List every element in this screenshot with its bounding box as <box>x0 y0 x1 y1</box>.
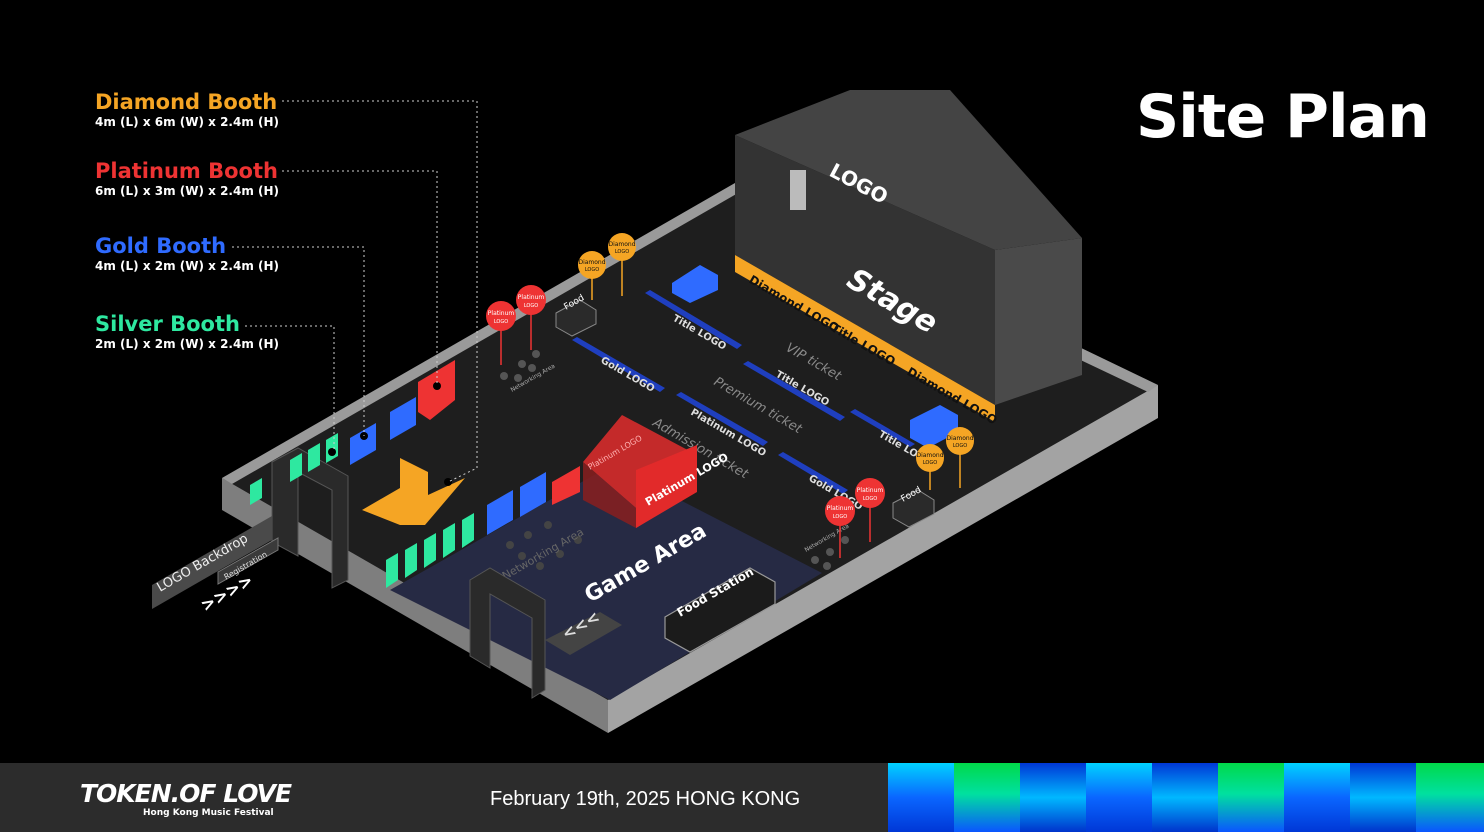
admission-aisle-banner <box>676 392 768 446</box>
svg-text:Platinum: Platinum <box>857 487 884 494</box>
svg-text:LOGO: LOGO <box>833 514 847 520</box>
footer-bar: TOKEN.OF LOVE Hong Kong Music Festival F… <box>0 763 1484 832</box>
venue-wall-left <box>222 478 608 733</box>
diamond-booth-marker <box>444 478 452 486</box>
main-gate <box>271 447 349 589</box>
platinum-booth-small <box>552 466 580 505</box>
silver-booth-marker <box>328 448 336 456</box>
legend-diamond-name: Diamond Booth <box>95 90 278 114</box>
stage-door <box>790 170 806 210</box>
stage-roof <box>735 90 1082 250</box>
admission-aisle-banner-2 <box>778 452 848 494</box>
brand-subtitle: Hong Kong Music Festival <box>143 808 274 818</box>
diamond-booth <box>362 458 465 525</box>
speaker-stack-left <box>672 265 718 303</box>
svg-text:Platinum: Platinum <box>488 310 515 317</box>
platinum-booth-top <box>418 360 455 420</box>
gold-booth-row-bottom <box>487 472 546 535</box>
site-plan-map: LOGO Stage Diamond LOGO Title LOGO Diamo… <box>152 90 1158 733</box>
brand-logo: TOKEN.OF LOVE <box>80 779 292 808</box>
vip-aisle-banner <box>645 290 742 349</box>
logo-backdrop <box>152 516 272 609</box>
svg-text:LOGO: LOGO <box>953 443 967 449</box>
svg-text:Diamond: Diamond <box>578 259 605 266</box>
silver-booth-row-bottom <box>386 513 474 588</box>
stage-side-wall <box>995 238 1082 405</box>
stage-band <box>735 255 995 422</box>
legend-platinum-name: Platinum Booth <box>95 159 278 183</box>
vip-aisle-banner-2 <box>850 409 915 447</box>
svg-text:LOGO: LOGO <box>863 496 877 502</box>
legend-diamond-dims: 4m (L) x 6m (W) x 2.4m (H) <box>95 115 280 129</box>
game-area-floor <box>390 465 822 700</box>
balloon-diamond-1: Diamond LOGO <box>578 251 606 300</box>
game-gate <box>469 567 546 699</box>
legend-silver-dims: 2m (L) x 2m (W) x 2.4m (H) <box>95 337 280 351</box>
registration-desk <box>217 537 279 585</box>
game-entry-mat <box>545 612 622 655</box>
balloon-diamond-3: Diamond LOGO <box>916 444 944 490</box>
legend-platinum-dims: 6m (L) x 3m (W) x 2.4m (H) <box>95 184 280 198</box>
svg-text:Platinum: Platinum <box>518 294 545 301</box>
page-title: Site Plan <box>1136 82 1430 152</box>
food-station <box>664 567 776 653</box>
platinum-tent-roof <box>583 415 697 508</box>
balloon-diamond-4: Diamond LOGO <box>946 427 974 488</box>
venue-wall-right <box>608 385 1158 733</box>
footer-gradient-art <box>888 763 1484 832</box>
balloon-platinum-3: Platinum LOGO <box>825 496 855 558</box>
platinum-booth-marker <box>433 382 441 390</box>
svg-text:LOGO: LOGO <box>524 303 538 309</box>
svg-text:Diamond: Diamond <box>946 435 973 442</box>
legend-gold-name: Gold Booth <box>95 234 227 258</box>
food-kiosk-2 <box>892 489 935 528</box>
svg-text:Diamond: Diamond <box>916 452 943 459</box>
legend-silver-name: Silver Booth <box>95 312 240 336</box>
food-kiosk-1 <box>555 299 597 337</box>
legend-gold: Gold Booth 4m (L) x 2m (W) x 2.4m (H) <box>95 234 279 274</box>
legend-platinum: Platinum Booth 6m (L) x 3m (W) x 2.4m (H… <box>95 159 279 199</box>
balloon-diamond-2: Diamond LOGO <box>608 233 636 296</box>
venue-wall-back-lip <box>1070 345 1158 392</box>
premium-aisle-banner <box>572 337 665 392</box>
svg-text:LOGO: LOGO <box>615 249 629 255</box>
networking-area-2 <box>811 536 849 570</box>
event-date-location: February 19th, 2025 HONG KONG <box>490 788 801 810</box>
silver-booth-row-top <box>250 433 338 505</box>
speaker-stack-right <box>910 405 958 448</box>
legend-silver: Silver Booth 2m (L) x 2m (W) x 2.4m (H) <box>95 312 279 352</box>
svg-text:Platinum: Platinum <box>827 505 854 512</box>
balloon-platinum-2: Platinum LOGO <box>516 285 546 350</box>
legend-diamond: Diamond Booth 4m (L) x 6m (W) x 2.4m (H) <box>95 90 279 130</box>
networking-area-1 <box>500 350 540 382</box>
legend-gold-dims: 4m (L) x 2m (W) x 2.4m (H) <box>95 259 280 273</box>
legend-leader-lines <box>232 100 478 483</box>
balloon-platinum-4: Platinum LOGO <box>855 478 885 542</box>
balloon-platinum-1: Platinum LOGO <box>486 301 516 365</box>
svg-text:LOGO: LOGO <box>585 267 599 273</box>
svg-text:LOGO: LOGO <box>494 319 508 325</box>
platinum-tent-front-panel <box>636 445 697 528</box>
premium-aisle-banner-2 <box>743 361 845 421</box>
gold-booth-row-top <box>350 397 416 465</box>
svg-text:LOGO: LOGO <box>923 460 937 466</box>
svg-text:Diamond: Diamond <box>608 241 635 248</box>
networking-area-3 <box>506 521 582 570</box>
platinum-tent-side <box>583 462 636 528</box>
